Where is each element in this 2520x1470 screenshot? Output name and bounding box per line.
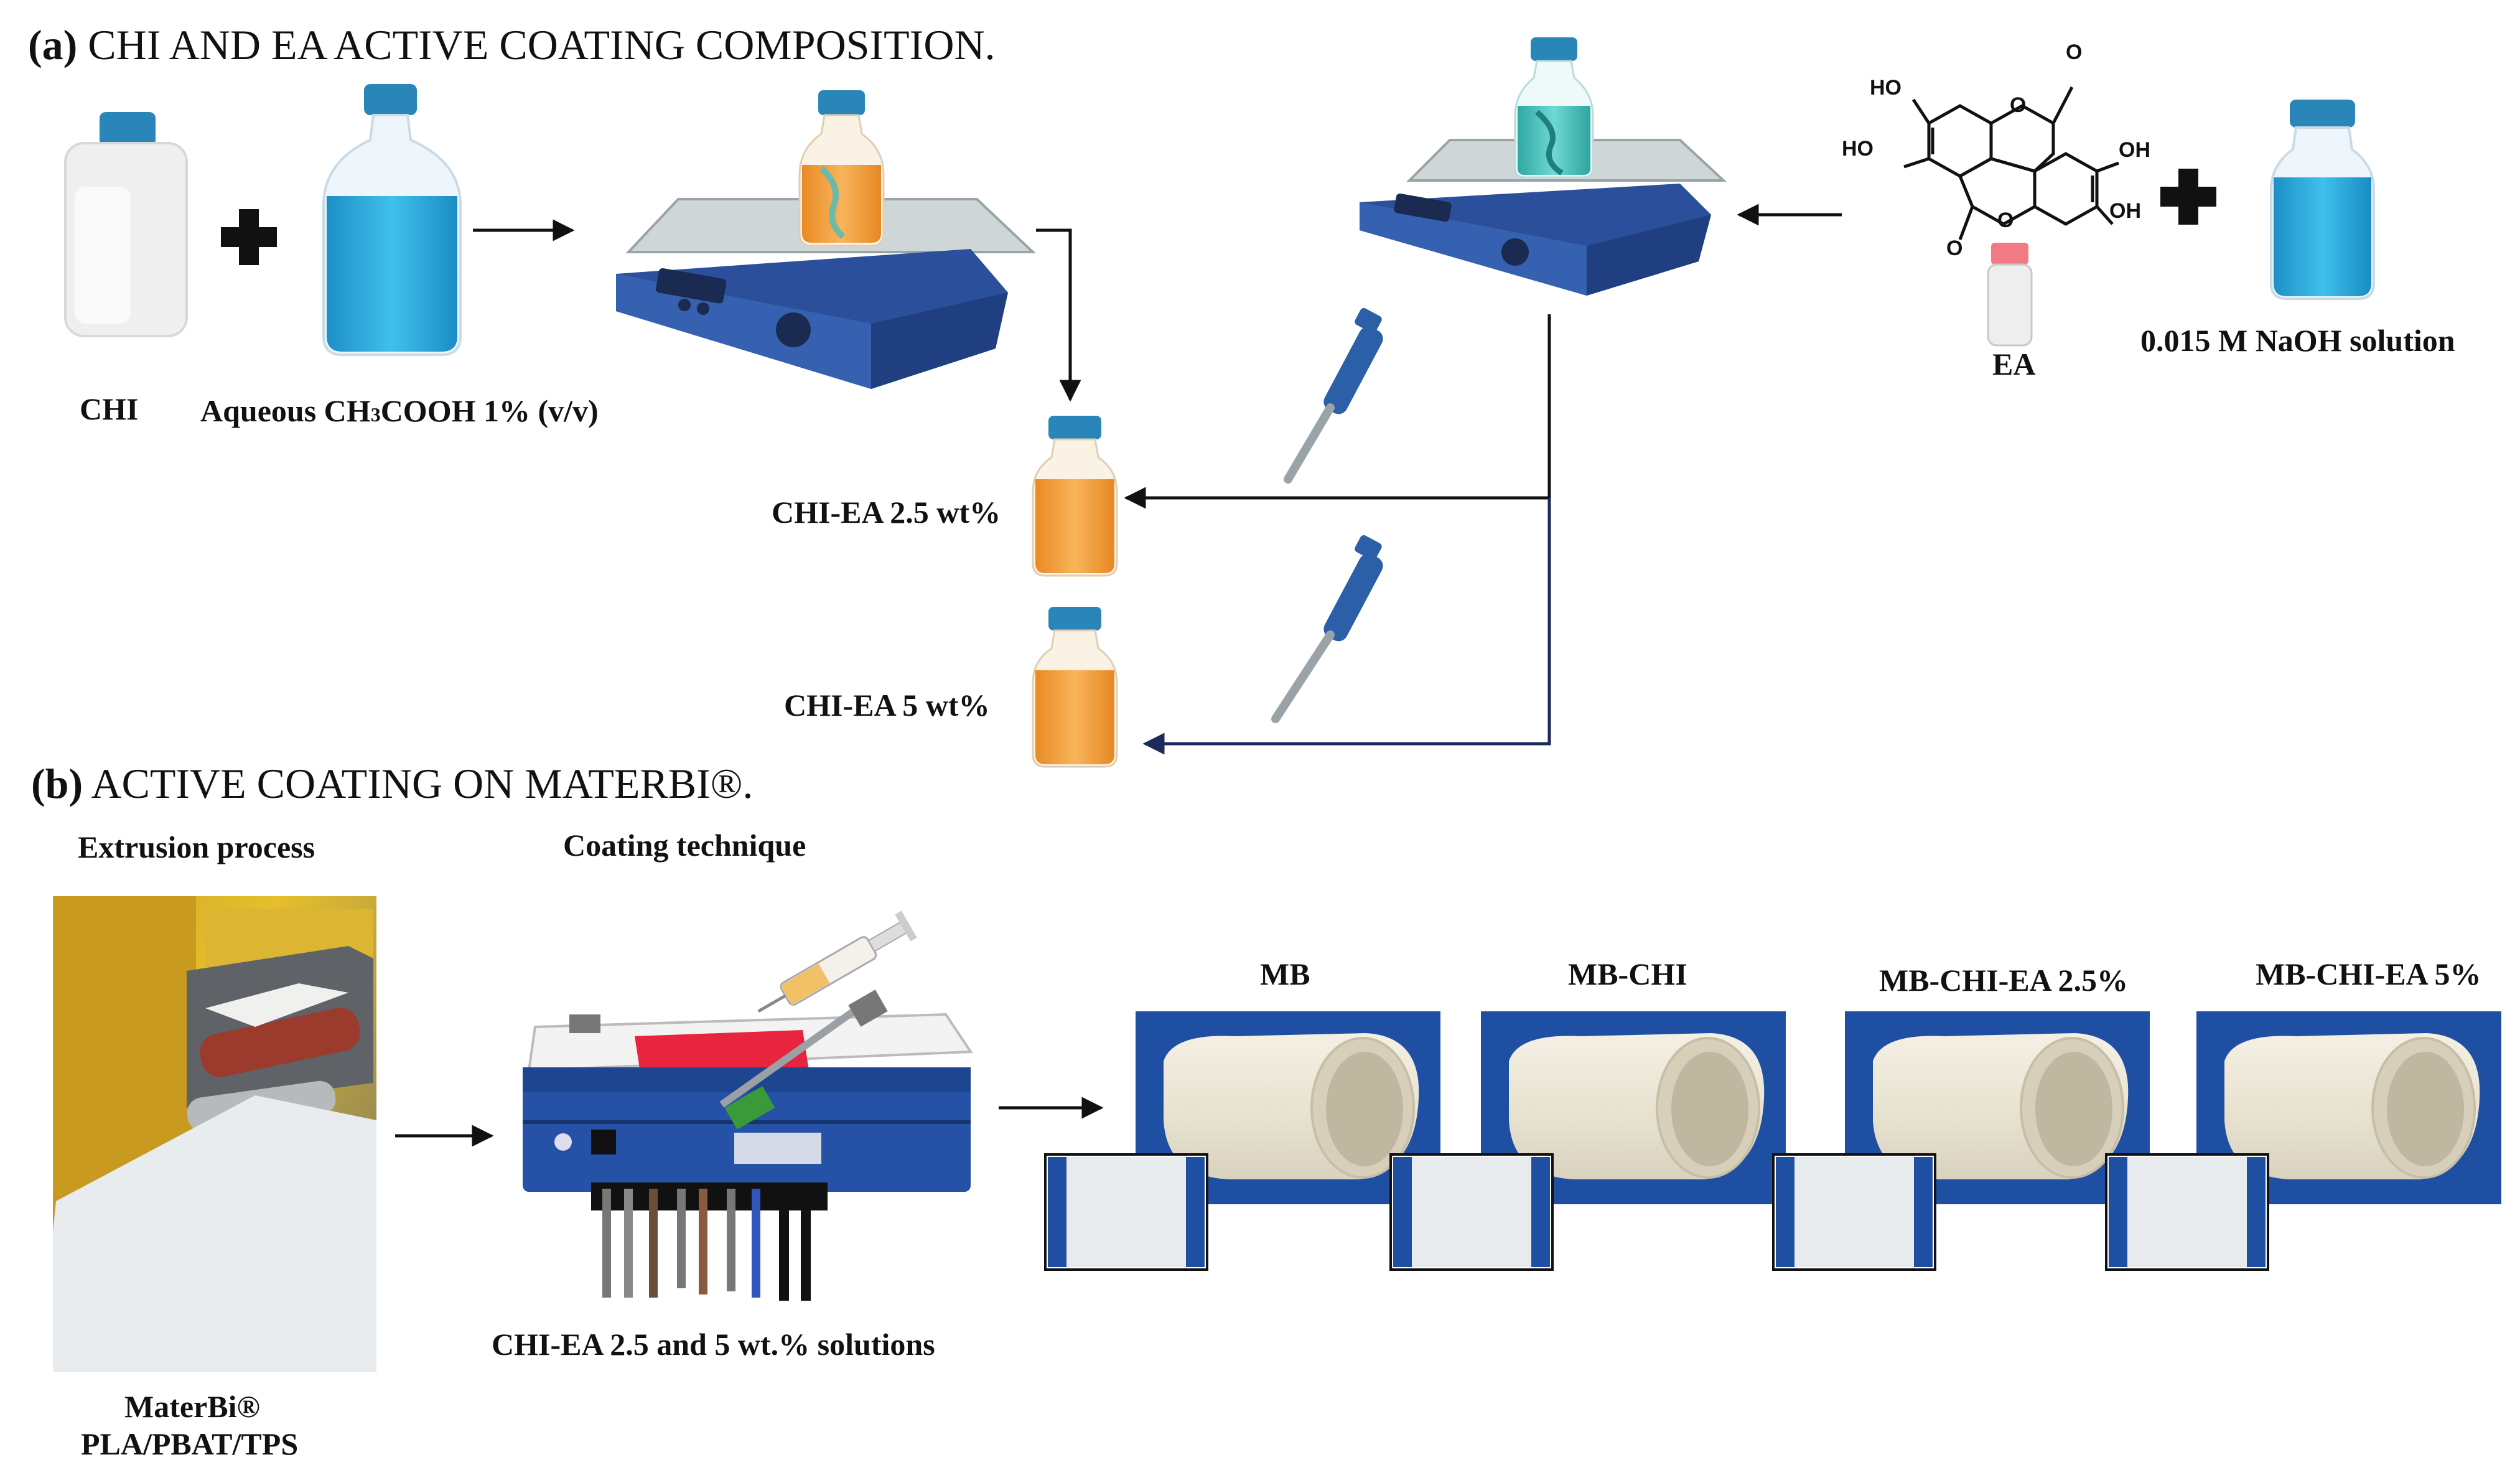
chi-ea-25-bottle-icon [1032, 416, 1118, 577]
section-b-heading: (b) ACTIVE COATING ON MATERBI®. [31, 762, 753, 805]
pipette-icon [1271, 535, 1383, 723]
plus-icon [2160, 169, 2216, 225]
arrow-icon [1036, 228, 1081, 402]
ea-label: EA [1992, 347, 2036, 382]
materbi-blend-label: PLA/PBAT/TPS [81, 1426, 299, 1461]
chi-ea-5-label: CHI-EA 5 wt% [784, 688, 990, 723]
film-coater-icon [523, 990, 973, 1301]
vial-icon [1987, 243, 2033, 347]
chem-oh-right: OH [2119, 138, 2150, 162]
naoh-label: 0.015 M NaOH solution [2140, 323, 2455, 358]
film-roll-inner [2387, 1052, 2464, 1166]
film-roll-group [1044, 1011, 2501, 1271]
film-roll-icon [1772, 1011, 2150, 1271]
section-a-title: CHI AND EA ACTIVE COATING COMPOSITION. [88, 21, 996, 68]
film-swatch [1412, 1157, 1531, 1267]
section-b-letter: (b) [31, 760, 83, 807]
chem-o-ring2: O [1997, 208, 2014, 232]
aqueous-prefix: Aqueous CH [200, 393, 371, 428]
solutions-label: CHI-EA 2.5 and 5 wt.% solutions [492, 1327, 935, 1362]
teal-bottle-icon [1514, 37, 1594, 179]
film-roll-icon [2105, 1011, 2501, 1271]
magnetic-stirrer-icon [616, 198, 1037, 389]
sample-label-mb-chi-ea-5: MB-CHI-EA 5% [2256, 957, 2481, 991]
film-swatch [1066, 1157, 1186, 1267]
coating-label: Coating technique [563, 828, 806, 863]
extrusion-label: Extrusion process [78, 830, 315, 864]
film-roll-inner [2035, 1052, 2112, 1166]
film-roll-inner [1326, 1052, 1403, 1166]
chi-ea-25-label: CHI-EA 2.5 wt% [772, 495, 1001, 530]
swatch-edge-left [1776, 1157, 1794, 1267]
chi-ea-5-bottle-icon [1032, 607, 1118, 768]
materbi-label: MaterBi® [124, 1389, 260, 1424]
arrow-icon [1142, 498, 1551, 755]
aqueous-label: Aqueous CH3COOH 1% (v/v) [200, 395, 599, 426]
film-swatch [1794, 1157, 1914, 1267]
swatch-edge-left [1048, 1157, 1066, 1267]
chem-o-bottom: O [1946, 236, 1963, 260]
plus-icon [221, 209, 277, 265]
chem-o-ring1: O [2010, 93, 2027, 117]
section-a-letter: (a) [28, 21, 78, 68]
chi-label: CHI [80, 391, 139, 426]
swatch-edge-right [2247, 1157, 2266, 1267]
chem-o-top: O [2066, 40, 2083, 64]
naoh-bottle-icon [2270, 100, 2375, 300]
chitosan-jar-icon [64, 112, 188, 337]
syringe-icon [757, 911, 917, 1013]
film-roll-inner [1671, 1052, 1748, 1166]
swatch-edge-right [1531, 1157, 1550, 1267]
chem-ho-top: HO [1870, 76, 1902, 100]
sample-label-mb-chi-ea-25: MB-CHI-EA 2.5% [1879, 963, 2128, 998]
swatch-edge-right [1914, 1157, 1933, 1267]
swatch-edge-left [1393, 1157, 1412, 1267]
chem-ho-left: HO [1842, 137, 1874, 161]
acid-bottle-icon [322, 84, 462, 356]
sample-label-mb-chi: MB-CHI [1568, 957, 1687, 991]
chem-oh-bottom: OH [2109, 199, 2141, 223]
pipette-icon [1284, 307, 1383, 484]
aqueous-sub: 3 [370, 403, 381, 426]
section-a-heading: (a) CHI AND EA ACTIVE COATING COMPOSITIO… [28, 24, 996, 66]
section-b-title: ACTIVE COATING ON MATERBI®. [91, 760, 754, 807]
orange-bottle-icon [798, 90, 885, 247]
swatch-edge-left [2109, 1157, 2127, 1267]
extrusion-photo [53, 896, 376, 1372]
ellagic-acid-structure [1903, 86, 2119, 240]
sample-label-mb: MB [1260, 957, 1310, 991]
film-roll-icon [1044, 1011, 1440, 1271]
film-roll-icon [1389, 1011, 1786, 1271]
film-swatch [2127, 1157, 2247, 1267]
aqueous-suffix: COOH 1% (v/v) [380, 393, 599, 428]
swatch-edge-right [1186, 1157, 1205, 1267]
